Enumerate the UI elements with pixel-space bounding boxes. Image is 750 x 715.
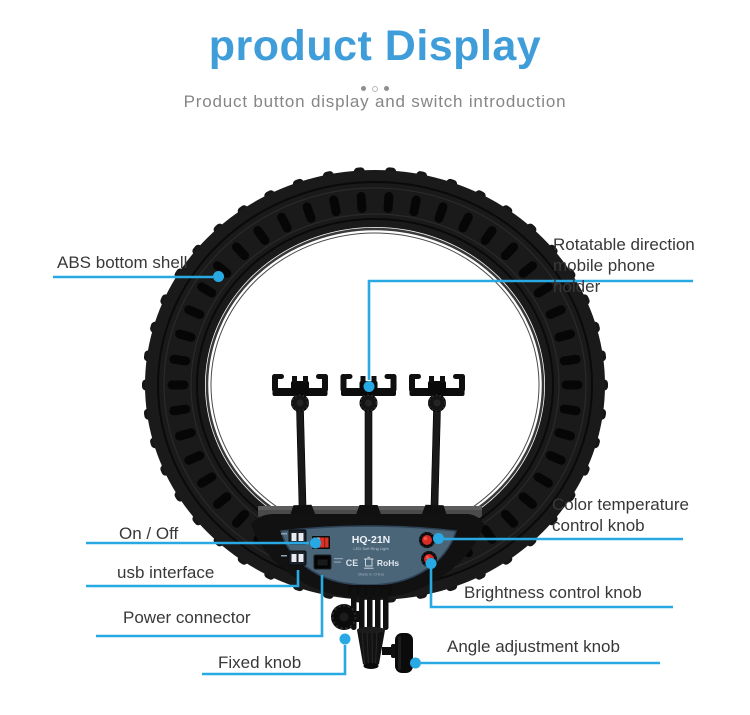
cone-receiver xyxy=(357,626,385,669)
phone-holders xyxy=(272,374,465,517)
phone-holder xyxy=(409,374,465,517)
callout-line-usb-interface xyxy=(86,570,300,588)
callout-dot xyxy=(213,271,224,282)
callout-dot xyxy=(410,657,421,669)
ce-mark: CE xyxy=(346,558,359,568)
callout-line-fixed-knob xyxy=(202,645,347,676)
fixed-knob xyxy=(331,604,362,630)
label-on-off: On / Off xyxy=(119,524,179,543)
dot-icon xyxy=(361,86,366,91)
usb-ports xyxy=(281,529,307,566)
label-abs-bottom-shell: ABS bottom shell xyxy=(57,253,188,272)
callout-lines xyxy=(53,271,693,676)
label-fixed-knob: Fixed knob xyxy=(218,653,302,672)
callout-dot xyxy=(433,533,444,544)
angle-adjustment-knob xyxy=(382,633,413,673)
panel-fine-print xyxy=(334,561,341,563)
phone-holder xyxy=(272,374,328,517)
dot-icon xyxy=(384,86,389,91)
callout-dot xyxy=(425,558,437,569)
phone-holder xyxy=(340,374,397,516)
label-brightness-knob: Brightness control knob xyxy=(464,583,642,602)
label-angle-adjustment-knob: Angle adjustment knob xyxy=(447,637,620,656)
separator-dots xyxy=(0,86,750,92)
color-temperature-knob xyxy=(419,532,435,548)
callout-line-brightness xyxy=(429,566,673,609)
label-usb-interface: usb interface xyxy=(117,563,215,582)
page-subtitle: Product button display and switch introd… xyxy=(183,92,567,111)
label-power-connector: Power connector xyxy=(123,608,251,627)
callout-dot xyxy=(363,381,375,392)
callout-dot xyxy=(310,537,321,549)
label-rotatable-holder: Rotatable direction mobile phone holder xyxy=(553,235,695,296)
page-title: product Display xyxy=(208,22,542,70)
rohs-mark: RoHs xyxy=(377,558,399,568)
weee-bin-icon xyxy=(364,556,374,569)
model-sublabel: LED Soft Ring Light xyxy=(353,546,389,551)
ring-body xyxy=(142,167,608,603)
power-connector-port xyxy=(313,554,332,570)
callout-line-power-connector xyxy=(96,575,324,638)
made-in-label: Made in China xyxy=(358,572,385,577)
label-color-temperature-knob: Color temperature control knob xyxy=(552,495,690,535)
dot-icon xyxy=(372,86,378,92)
mount-bracket xyxy=(331,585,413,673)
model-label: HQ-21N xyxy=(352,534,391,546)
panel-fine-print xyxy=(334,558,343,560)
callout-dot xyxy=(339,633,351,645)
callout-line-rotatable-holder xyxy=(367,279,693,380)
